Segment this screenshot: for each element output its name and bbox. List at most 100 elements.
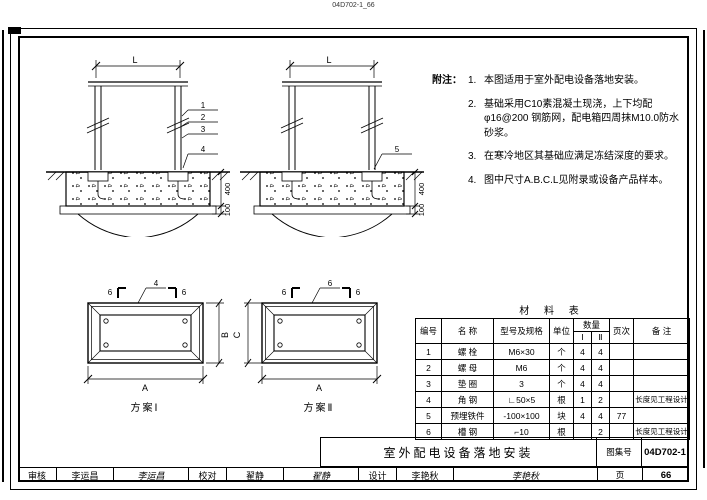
callout-and-sections	[117, 287, 177, 304]
cell-name: 垫 圈	[441, 375, 494, 392]
cell-page	[609, 391, 635, 408]
col-header-qty-1: Ⅰ	[573, 331, 592, 344]
cell-remark: 长度见工程设计	[633, 423, 691, 440]
note-text: 图中尺寸A.B.C.L见附录或设备产品样本。	[484, 174, 669, 186]
dim-label-L: L	[326, 55, 331, 65]
callout-4: 4	[201, 145, 206, 154]
cell-unit: 个	[549, 359, 574, 376]
cell-name: 螺 栓	[441, 343, 494, 360]
scheme-1-label: 方案Ⅰ	[131, 401, 160, 414]
note-number: 4.	[468, 174, 477, 186]
registration-mark	[8, 27, 21, 34]
frame	[261, 302, 378, 364]
material-table: 编号 名 称 型号及规格 单位 数量 页次 备 注 Ⅰ Ⅱ 1 螺 栓 M6×3…	[415, 318, 691, 440]
col-header-unit: 单位	[549, 318, 574, 344]
notes-title-spacer	[432, 150, 468, 165]
role-label-reviewer: 审核	[27, 470, 46, 481]
dim-L-group	[285, 60, 379, 78]
note-number: 3.	[468, 151, 477, 162]
cell-qty-1: 4	[573, 407, 592, 424]
note-item: 2. 基础采用C10素混凝土现浇，上下均配φ16@200 钢筋网，配电箱四周抹M…	[432, 98, 686, 142]
cell-page	[609, 375, 635, 392]
cell-remark	[633, 375, 691, 392]
scan-edge-left	[2, 30, 4, 482]
dim-C-group	[244, 298, 262, 368]
frame	[87, 302, 204, 364]
cell-spec: -100×100	[493, 407, 550, 424]
notes: 附注： 1. 本图适用于室外配电设备落地安装。 2. 基础采用C10素混凝土现浇…	[432, 74, 686, 197]
atlas-number: 04D702-1	[641, 438, 688, 466]
callout-5: 5	[395, 145, 400, 154]
notes-title-spacer	[432, 174, 468, 189]
role-label-proofreader: 校对	[188, 468, 226, 482]
callout-1: 1	[201, 101, 206, 110]
note-text: 基础采用C10素混凝土现浇，上下均配φ16@200 钢筋网，配电箱四周抹M10.…	[484, 98, 680, 139]
dim-label-400: 400	[223, 183, 232, 196]
cell-no: 3	[415, 375, 442, 392]
cell-unit: 块	[549, 407, 574, 424]
note-text: 本图适用于室外配电设备落地安装。	[484, 75, 644, 86]
designer-signature: 李艳秋	[453, 468, 597, 482]
dim-label-400: 400	[417, 183, 426, 196]
cell-spec: M6×30	[493, 343, 550, 360]
callout-leaders	[373, 153, 412, 170]
note-item: 3. 在寒冷地区其基础应满足冻结深度的要求。	[432, 150, 686, 165]
cell-page: 77	[609, 407, 635, 424]
cell-remark	[633, 359, 691, 376]
cell-no: 4	[415, 391, 442, 408]
cell-qty-2: 4	[590, 359, 611, 376]
cell-page	[609, 359, 635, 376]
cell-qty-2: 2	[590, 423, 611, 440]
col-header-spec: 型号及规格	[493, 318, 550, 344]
cell-name: 槽 钢	[441, 423, 494, 440]
proofreader-signature: 翟静	[283, 468, 358, 482]
notes-title: 附注：	[432, 75, 462, 86]
dim-label-100: 100	[417, 204, 426, 217]
cell-spec: ∟50×5	[493, 391, 550, 408]
cell-remark	[633, 343, 691, 360]
equipment-posts	[86, 81, 190, 170]
table-row: 5 预埋铁件 -100×100 块 4 4 77	[415, 407, 691, 424]
dim-label-C: C	[232, 331, 242, 338]
cell-unit: 个	[549, 375, 574, 392]
foundation	[46, 171, 230, 237]
sheet-title: 室外配电设备落地安装	[383, 445, 534, 460]
table-row: 2 螺 母 M6 个 4 4	[415, 359, 691, 376]
designer-name: 李艳秋	[396, 468, 453, 482]
cell-qty-1: 1	[573, 391, 592, 408]
plan-view-2: A C 6 6 6 方案Ⅱ	[232, 279, 382, 414]
col-header-no: 编号	[415, 318, 442, 344]
dim-label-A: A	[142, 383, 148, 393]
table-row: 1 螺 栓 M6×30 个 4 4	[415, 343, 691, 360]
callout-4: 4	[154, 279, 159, 288]
callout-2: 2	[201, 113, 206, 122]
notes-title-spacer	[432, 98, 468, 142]
outer-frame	[10, 28, 697, 490]
dim-label-B: B	[220, 332, 230, 338]
dim-depth-group	[212, 168, 226, 218]
material-table-title: 材 料 表	[519, 306, 585, 317]
dim-B-group	[206, 298, 224, 368]
callout-leaders	[181, 109, 218, 169]
cell-qty-1: 4	[573, 359, 592, 376]
role-label-designer: 设计	[358, 468, 396, 482]
equipment-posts	[280, 81, 384, 170]
dim-label-A: A	[316, 383, 322, 393]
dim-L-group	[91, 60, 185, 78]
filename-label: 04D702-1_66	[332, 2, 375, 9]
section-mark-right: 6	[182, 288, 187, 297]
callout-and-sections	[291, 287, 351, 304]
cell-qty-1: 4	[573, 343, 592, 360]
table-row: 6 槽 钢 ⌐10 根 2 长度见工程设计	[415, 423, 691, 440]
cell-remark: 长度见工程设计	[633, 391, 691, 408]
proofreader-name: 翟静	[226, 468, 283, 482]
reviewer-name: 李运昌	[56, 468, 113, 482]
dim-A-group	[83, 366, 208, 384]
table-row: 3 垫 圈 3 个 4 4	[415, 375, 691, 392]
cell-qty-2: 4	[590, 343, 611, 360]
cell-qty-2: 2	[590, 391, 611, 408]
cell-no: 2	[415, 359, 442, 376]
cell-spec: M6	[493, 359, 550, 376]
cell-qty-2: 4	[590, 375, 611, 392]
